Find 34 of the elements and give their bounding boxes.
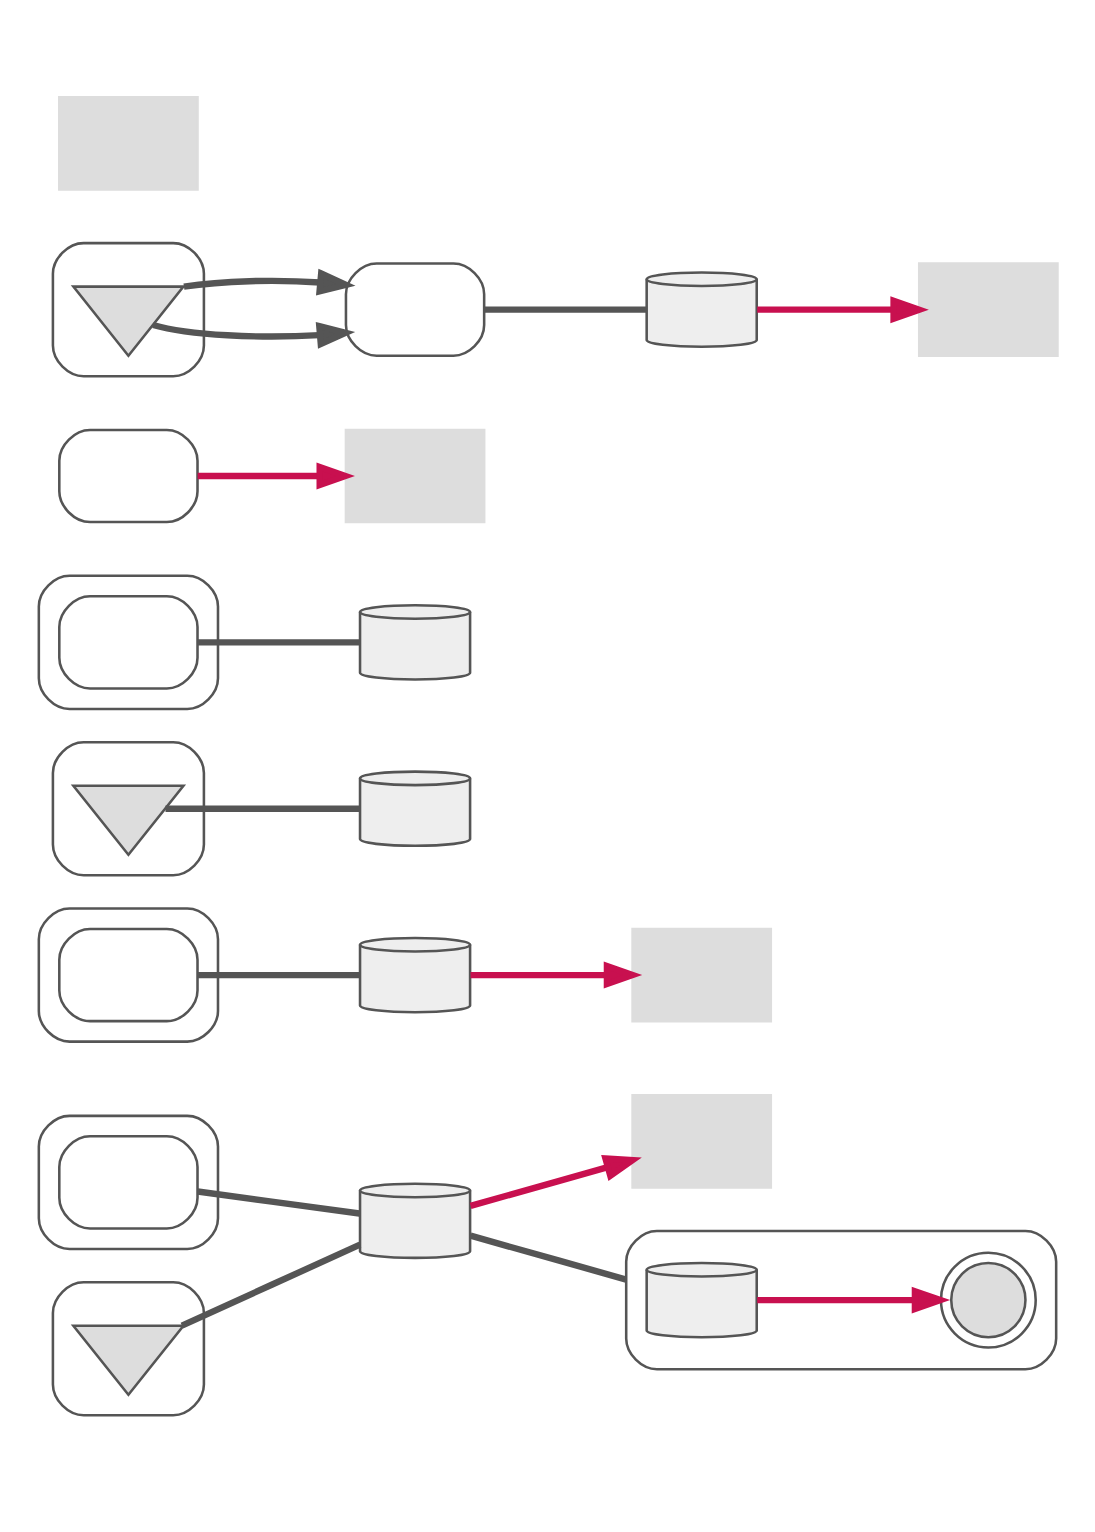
node-box bbox=[58, 1134, 199, 1230]
arrow bbox=[470, 961, 643, 989]
connector bbox=[197, 971, 360, 978]
node-box bbox=[58, 428, 199, 523]
node-box bbox=[917, 261, 1059, 357]
connector bbox=[197, 1187, 360, 1217]
cluster bbox=[51, 241, 206, 377]
connector bbox=[197, 638, 360, 646]
arrow bbox=[197, 462, 355, 489]
connector bbox=[180, 1241, 362, 1328]
cluster bbox=[37, 1114, 220, 1250]
connector bbox=[165, 805, 360, 812]
arrow bbox=[757, 295, 929, 323]
node-box bbox=[344, 261, 486, 357]
node-antenna bbox=[70, 284, 187, 358]
node-box bbox=[631, 927, 773, 1022]
cluster bbox=[51, 740, 206, 877]
node-antenna bbox=[70, 783, 187, 857]
arrow bbox=[469, 1154, 642, 1209]
node-box bbox=[344, 428, 486, 523]
arrow bbox=[152, 321, 356, 349]
cluster bbox=[624, 1229, 1058, 1370]
connector bbox=[469, 1232, 628, 1283]
cluster bbox=[51, 1280, 206, 1417]
arrow bbox=[757, 1286, 951, 1314]
node-circle bbox=[939, 1251, 1037, 1349]
cluster bbox=[37, 574, 220, 710]
node-box bbox=[58, 927, 199, 1022]
node-box bbox=[631, 1093, 773, 1189]
cluster bbox=[37, 906, 220, 1043]
connector bbox=[484, 305, 647, 313]
node-box bbox=[58, 95, 199, 191]
node-box bbox=[58, 594, 199, 690]
arrow bbox=[183, 268, 356, 296]
